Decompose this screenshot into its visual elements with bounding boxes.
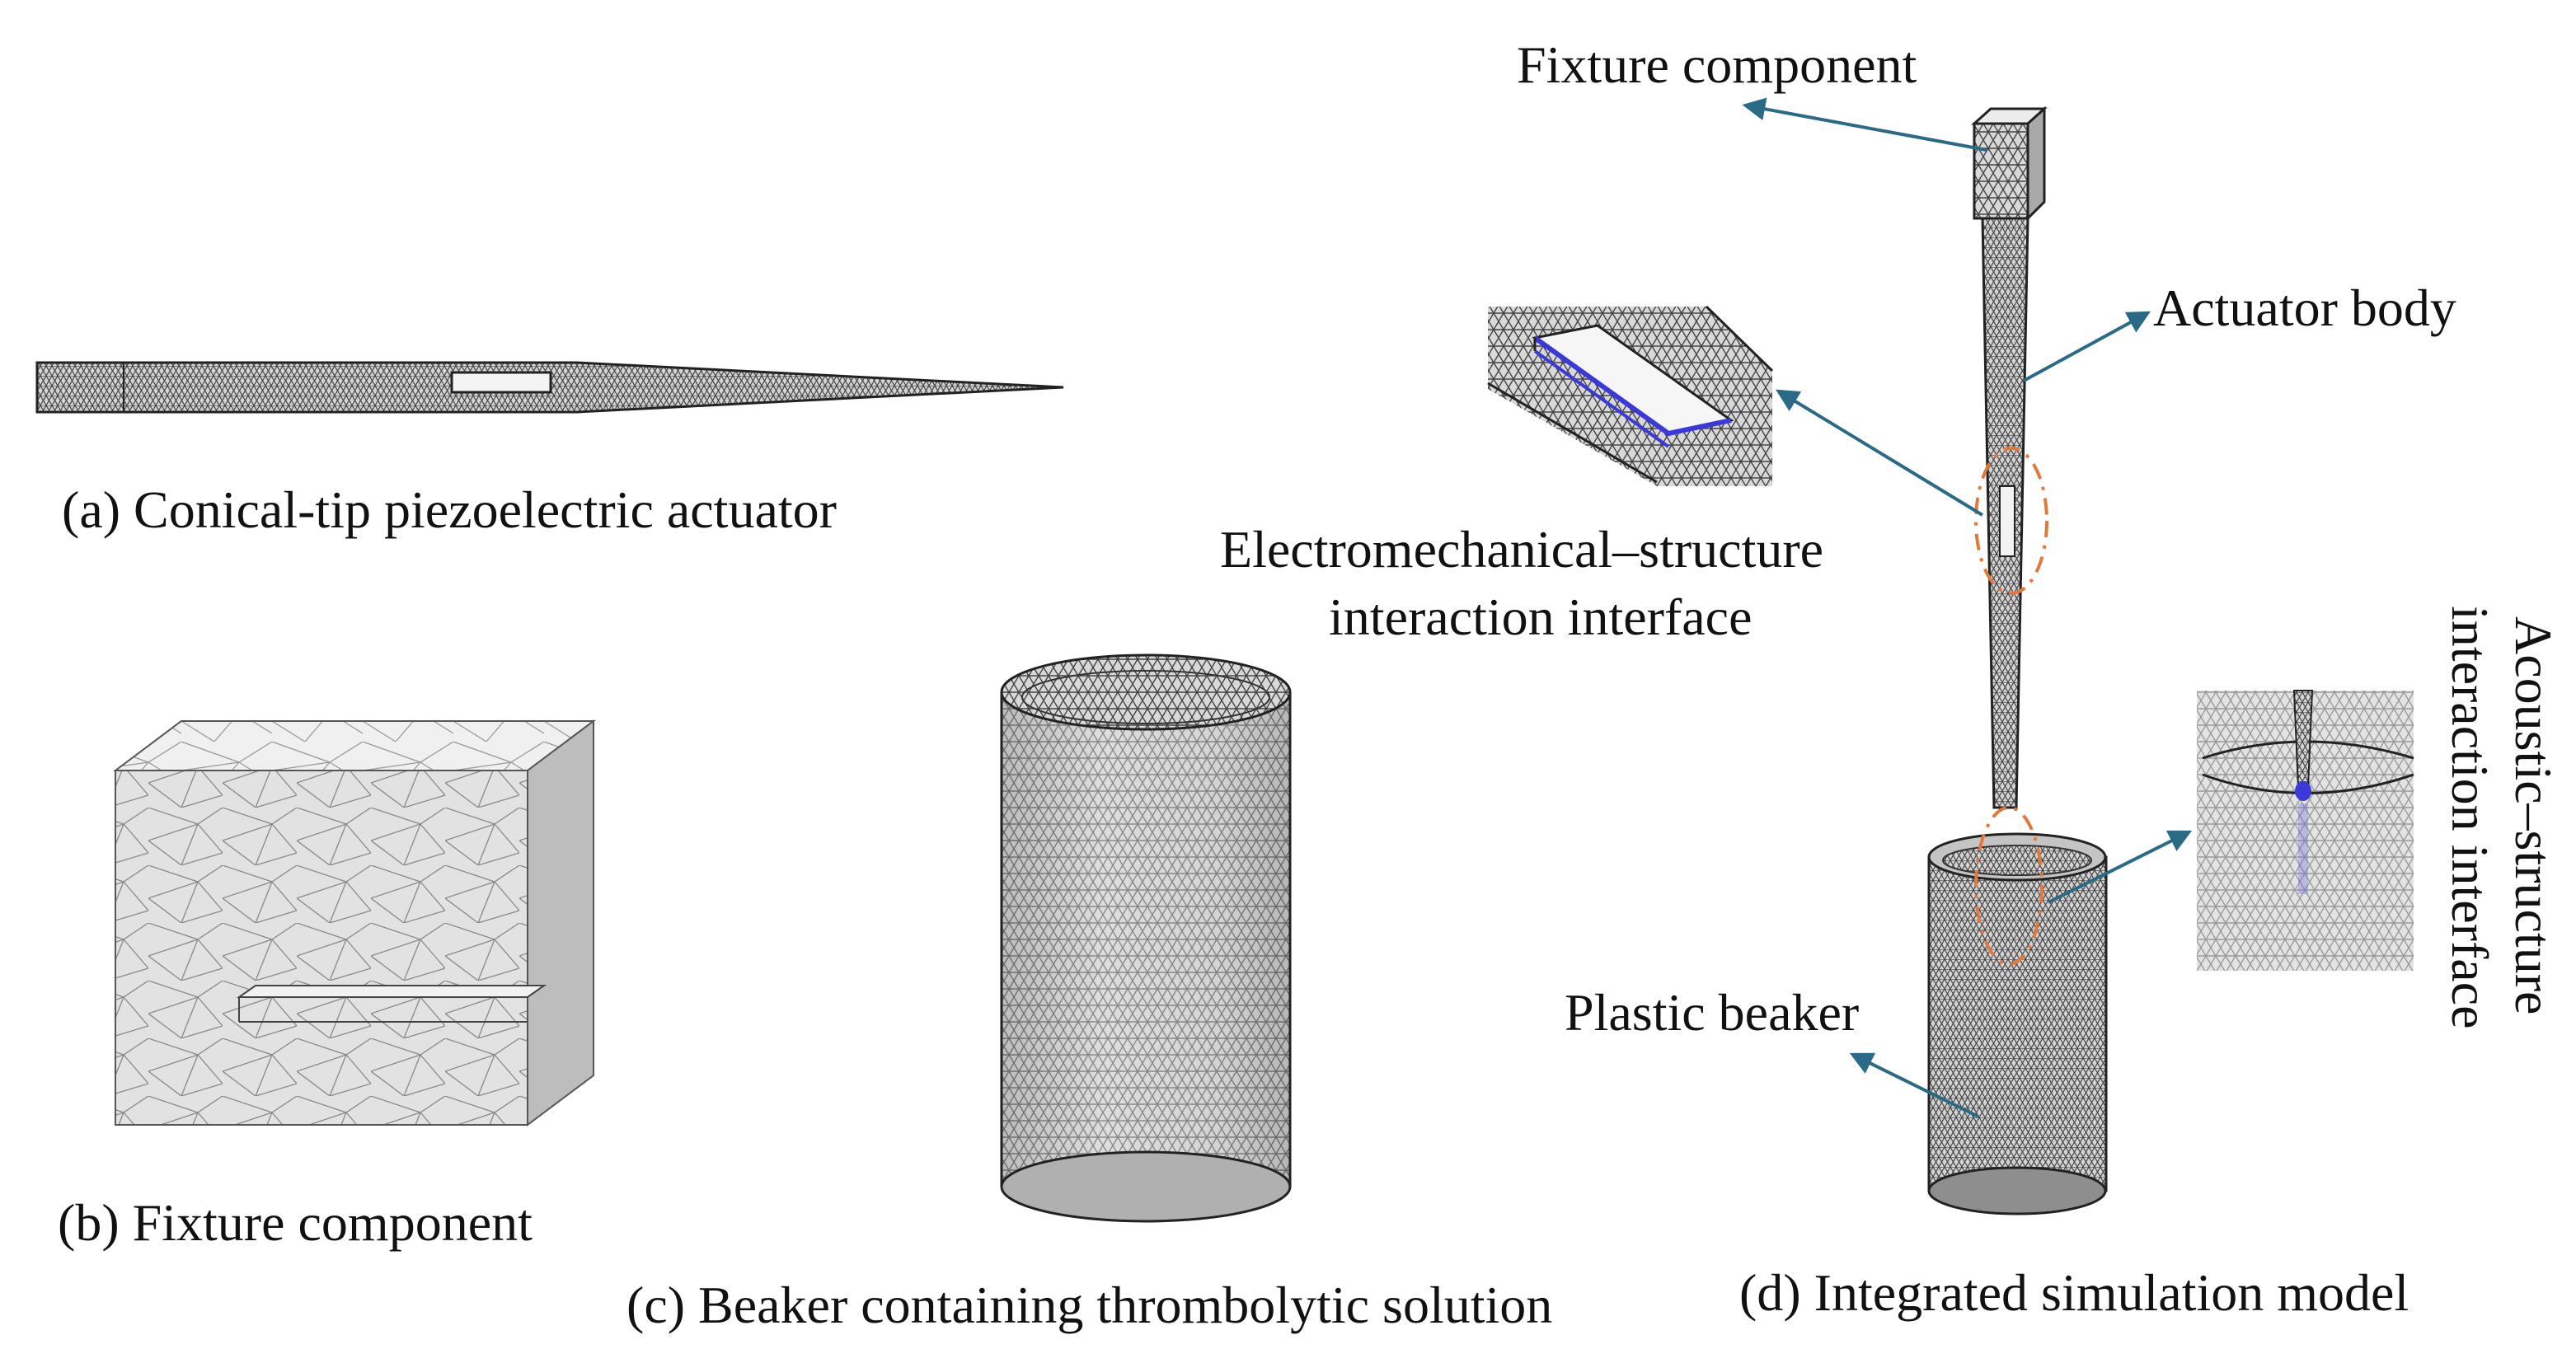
label-electromechanical-line2: interaction interface [1329,588,1752,646]
label-acoustic-line2: interaction interface [2441,606,2499,1028]
fixture-block [113,719,596,1126]
acoustic-highlight [1974,806,2043,966]
arrow-acoustic [2048,830,2193,904]
inset-electromechanical [1487,305,1774,486]
label-actuator-body: Actuator body [2153,279,2456,337]
inset-acoustic [2197,690,2414,971]
beaker-cylinder [1000,653,1292,1223]
model-piezo-plate [1999,485,2015,557]
caption-c: (c) Beaker containing thrombolytic solut… [626,1276,1552,1334]
label-plastic-beaker: Plastic beaker [1565,983,1859,1042]
label-acoustic-line1: Acoustic–structure [2504,616,2563,1014]
caption-b: (b) Fixture component [58,1193,533,1252]
electromechanical-highlight [1974,447,2048,595]
fixture-slot [236,985,547,998]
piezo-plate [450,371,552,394]
caption-a: (a) Conical-tip piezoelectric actuator [62,480,837,539]
label-fixture-component: Fixture component [1517,35,1917,94]
integrated-model [1927,105,2108,1215]
arrow-electromechanical [1776,389,1984,517]
arrow-plastic-beaker [1849,1052,1979,1118]
model-fixture [1973,122,2029,220]
caption-d: (d) Integrated simulation model [1739,1263,2409,1322]
annotation-arrows [1742,97,2193,1118]
arrow-actuator-body [2023,311,2151,382]
arrow-fixture [1742,97,1987,152]
actuator-horizontal [35,361,1064,414]
model-beaker [1927,855,2108,1192]
label-electromechanical-line1: Electromechanical–structure [1220,520,1823,578]
